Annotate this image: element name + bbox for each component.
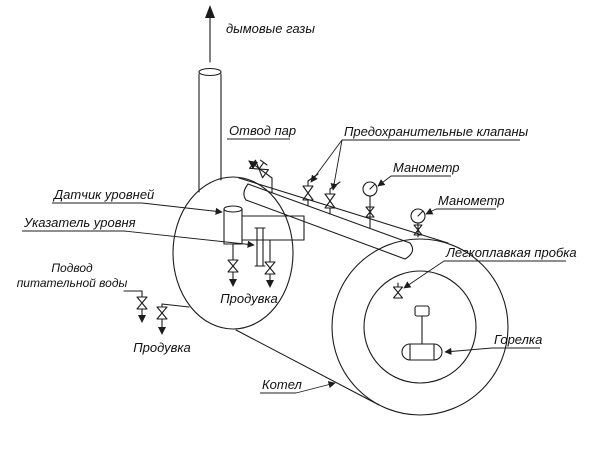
level-sensor-icon — [223, 205, 243, 245]
boiler-body — [172, 176, 509, 416]
label-boiler: Котел — [262, 377, 303, 392]
level-gauge-icon — [254, 227, 266, 267]
manometer-1-icon — [362, 181, 378, 229]
burner-icon — [401, 305, 443, 361]
fusible-plug-icon — [392, 282, 404, 299]
safety-valve-1-icon — [302, 173, 319, 207]
blowdown-drain-2 — [264, 261, 276, 288]
label-blowdown-left: Продувка — [133, 340, 191, 355]
blowdown-left-pipe — [156, 303, 190, 335]
label-fusible-plug: Легкоплавкая пробка — [445, 245, 577, 260]
manometer-2-icon — [410, 208, 426, 238]
label-manometer-1: Манометр — [393, 160, 460, 175]
water-column-piping — [241, 215, 305, 263]
label-feed-water-line2: питательной воды — [17, 276, 128, 290]
label-blowdown-center: Продувка — [220, 291, 278, 306]
label-manometer-2: Манометр — [438, 193, 505, 208]
flue-gas-flow-arrow — [205, 5, 215, 63]
steam-outlet-pipe — [248, 159, 273, 194]
label-flue-gases: дымовые газы — [226, 21, 315, 36]
label-burner: Горелка — [494, 332, 542, 347]
blowdown-drain-1 — [227, 243, 239, 287]
label-level-indicator: Указатель уровня — [23, 215, 136, 230]
label-level-sensor: Датчик уровней — [52, 187, 154, 202]
callout-leaders — [22, 138, 566, 394]
feed-water-pipe — [123, 290, 148, 323]
steam-outlet-valve-icon — [249, 159, 269, 179]
chimney-stack — [198, 67, 222, 193]
label-feed-water-line1: Подвод — [51, 261, 93, 275]
label-steam-outlet: Отвод пар — [229, 123, 296, 138]
label-safety-valves: Предохранительные клапаны — [344, 124, 529, 139]
steam-manifold — [243, 183, 414, 260]
